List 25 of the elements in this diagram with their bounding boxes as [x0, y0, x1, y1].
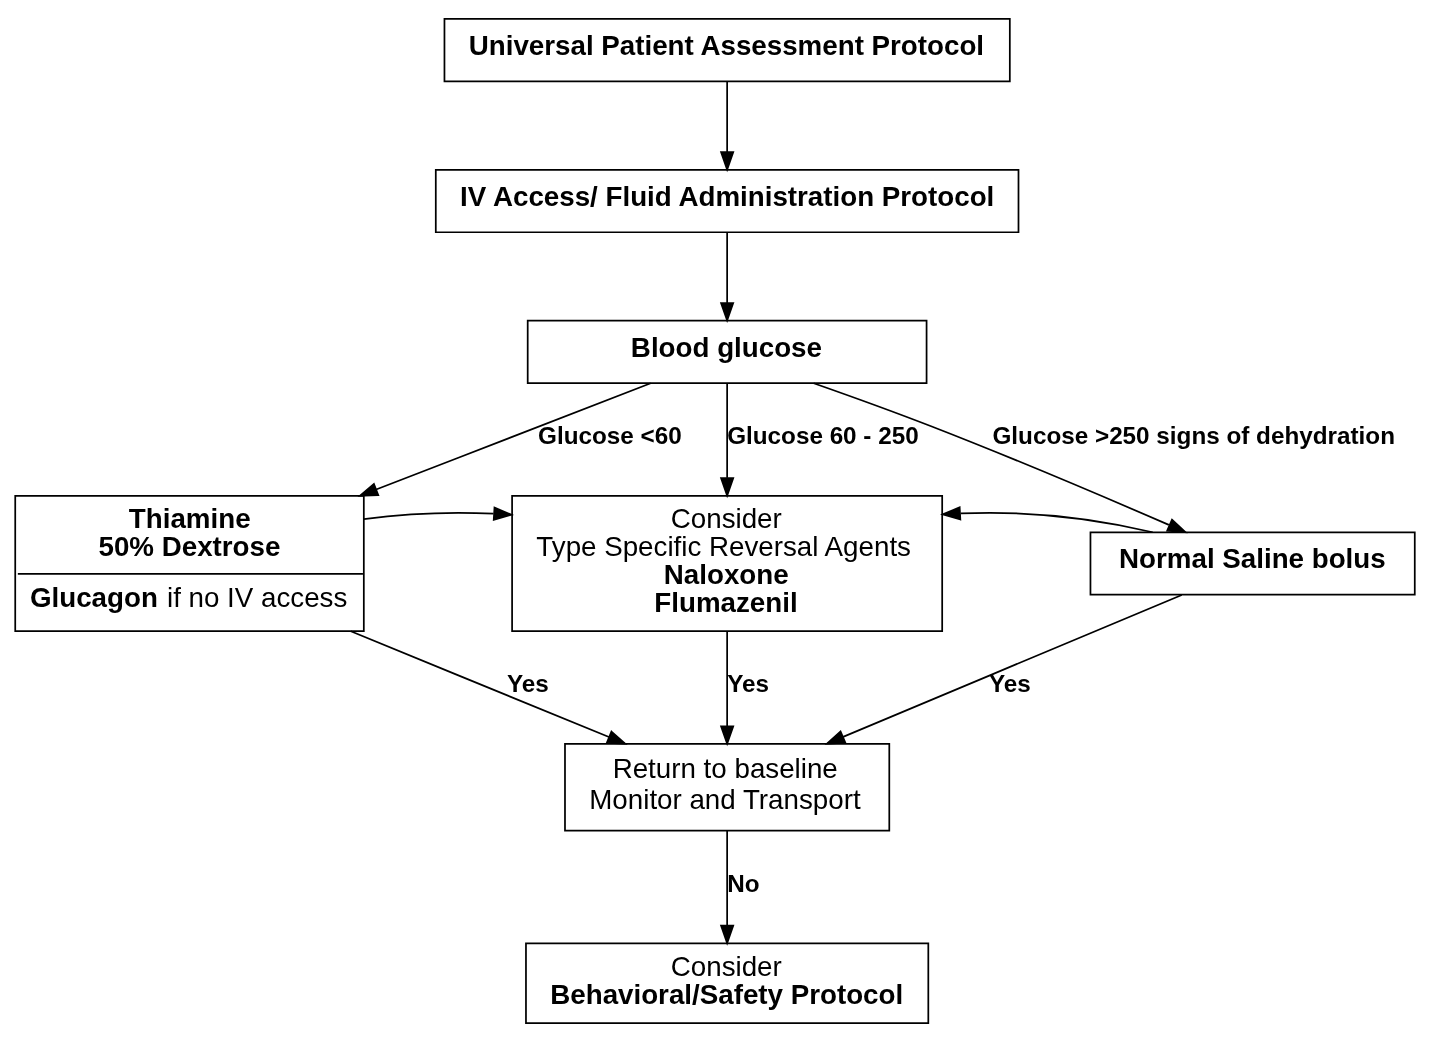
arrow: [719, 829, 735, 946]
edge-label: Glucose <60: [538, 421, 682, 449]
arrow: [719, 382, 735, 498]
edge-label: Yes: [989, 669, 1031, 697]
arrow: [719, 80, 735, 172]
edge-label: No: [727, 869, 760, 897]
edge-label: Yes: [506, 669, 549, 697]
arrow: [940, 505, 1154, 533]
node-box: IV Access/ Fluid Administration Protocol: [434, 168, 1020, 233]
arrow: [357, 381, 652, 497]
arrow: [349, 629, 628, 745]
arrow: [812, 381, 1188, 533]
edge-label: Glucose >250 signs of dehydration: [992, 421, 1396, 449]
edge-label: Yes: [727, 669, 769, 697]
arrow: [362, 505, 515, 521]
node-box: Return to baseline Monitor and Transport: [564, 742, 891, 831]
node-box: Blood glucose: [526, 319, 928, 384]
arrow: [719, 629, 735, 746]
arrow: [719, 231, 735, 323]
edge-label: Glucose 60 - 250: [727, 421, 919, 449]
node-box: Universal Patient Assessment Protocol: [443, 17, 1011, 82]
node-box: Consider Behavioral/Safety Protocol: [525, 941, 930, 1024]
arrow: [824, 593, 1183, 745]
node-box: Normal Saline bolus: [1089, 530, 1416, 596]
node-box: Consider Type Specific Reversal Agents Naloxone Flumazenil: [511, 494, 944, 632]
